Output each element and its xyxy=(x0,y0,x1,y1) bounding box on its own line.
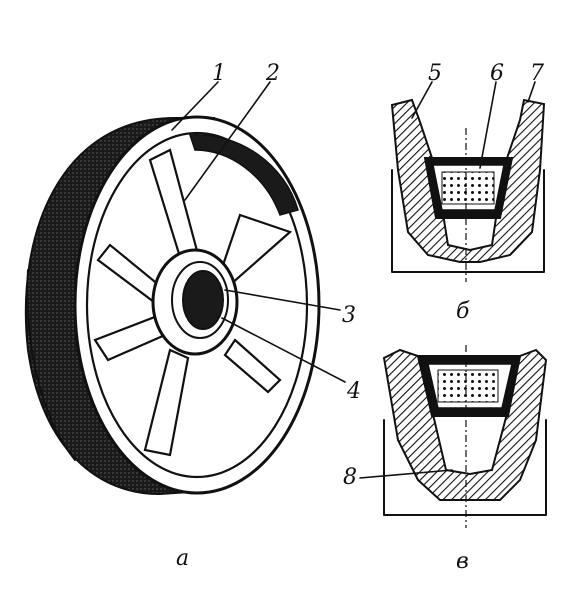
caption-a: а xyxy=(176,546,189,571)
callout-1: 1 xyxy=(212,61,226,86)
leader-2 xyxy=(184,81,271,201)
callout-5: 5 xyxy=(428,61,442,86)
leader-1 xyxy=(171,81,219,131)
caption-b: б xyxy=(456,299,470,324)
hub-bore xyxy=(182,270,224,330)
leader-6 xyxy=(479,81,497,169)
section-b-outline xyxy=(391,169,545,273)
callout-8: 8 xyxy=(343,465,357,490)
rim-inner-shadow xyxy=(188,134,299,216)
callout-6: 6 xyxy=(490,61,504,86)
caption-v: в xyxy=(456,549,469,574)
callout-7: 7 xyxy=(530,61,544,86)
leader-5 xyxy=(411,81,433,119)
callout-4: 4 xyxy=(346,379,361,404)
section-b-drawing xyxy=(390,81,546,282)
callout-2: 2 xyxy=(265,61,280,86)
callout-3: 3 xyxy=(342,303,356,328)
section-v-outline xyxy=(383,419,547,516)
leader-4 xyxy=(221,317,346,383)
pulley-wheel-drawing xyxy=(24,81,346,496)
leader-3 xyxy=(224,289,341,311)
leader-7 xyxy=(527,81,536,103)
leader-8 xyxy=(359,469,453,479)
section-v-drawing xyxy=(359,345,548,528)
